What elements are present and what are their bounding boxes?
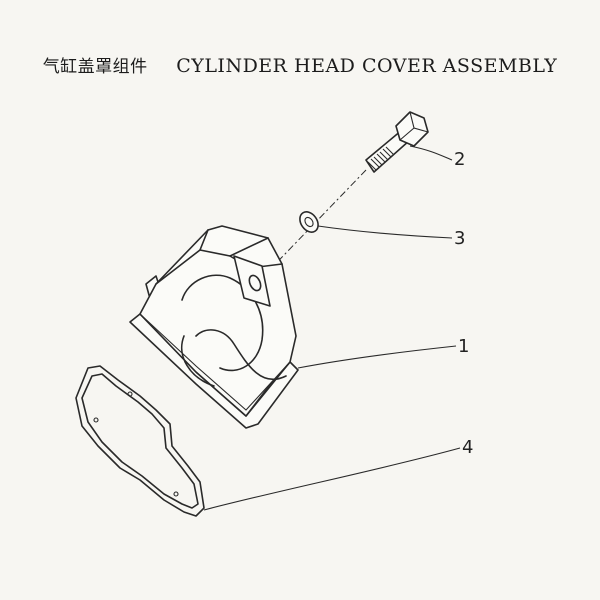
diagram-title: 气缸盖罩组件 CYLINDER HEAD COVER ASSEMBLY (0, 52, 600, 77)
title-english: CYLINDER HEAD COVER ASSEMBLY (176, 55, 558, 77)
callout-cover-number: 1 (458, 336, 469, 357)
washer-part (299, 211, 319, 233)
callout-gasket-number: 4 (462, 437, 473, 458)
gasket-part (75, 365, 205, 517)
title-chinese: 气缸盖罩组件 (42, 57, 148, 77)
callout-washer-number: 3 (454, 228, 465, 249)
leader-line-1 (297, 345, 457, 369)
leader-line-2 (409, 145, 453, 161)
callout-bolt-number: 2 (454, 149, 465, 170)
cylinder-head-cover-part (129, 225, 299, 429)
bolt-part (365, 111, 429, 173)
leader-lines (203, 145, 461, 511)
leader-line-4 (203, 447, 461, 511)
leader-line-3 (317, 225, 453, 239)
